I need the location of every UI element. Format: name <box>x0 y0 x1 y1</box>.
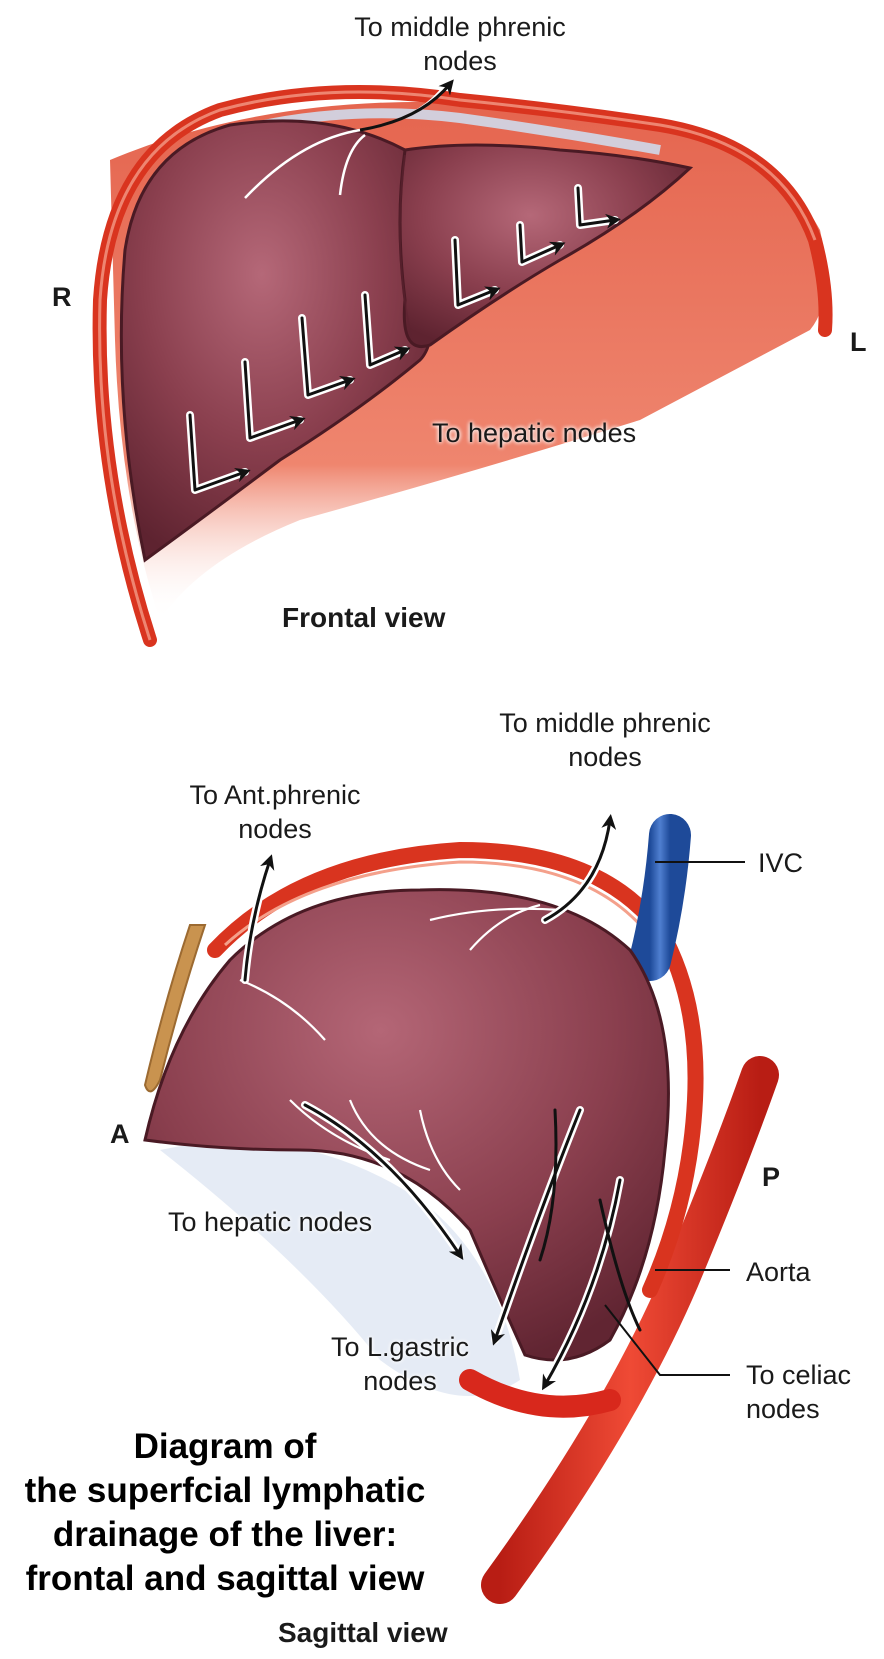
frontal-middle-phrenic-label: To middle phrenic nodes <box>354 12 566 76</box>
celiac-label: To celiac nodes <box>746 1360 852 1424</box>
sagittal-drainage-arrows <box>243 814 622 1391</box>
frontal-hepatic-arrows <box>186 184 621 494</box>
frontal-view-caption: Frontal view <box>282 602 446 633</box>
sagittal-anterior-marker: A <box>110 1119 130 1149</box>
sagittal-middle-phrenic-label: To middle phrenic nodes <box>499 708 711 772</box>
aorta-label: Aorta <box>746 1257 811 1287</box>
frontal-left-marker: L <box>850 327 867 357</box>
sagittal-posterior-marker: P <box>762 1162 781 1192</box>
sagittal-leader-lines <box>604 861 745 1376</box>
sagittal-view-figure <box>143 814 779 1604</box>
sagittal-celiac-branch <box>459 1369 621 1418</box>
sagittal-hepatic-label: To hepatic nodes <box>168 1207 373 1237</box>
sagittal-falciform-ligament <box>143 924 207 1093</box>
frontal-view-figure <box>92 79 833 647</box>
l-gastric-label: To L.gastric nodes <box>330 1332 470 1396</box>
diagram-title: Diagram of the superfcial lymphatic drai… <box>24 1427 426 1598</box>
sagittal-ant-phrenic-label: To Ant.phrenic nodes <box>189 780 361 844</box>
sagittal-ivc <box>629 814 691 981</box>
frontal-right-marker: R <box>52 282 72 312</box>
sagittal-view-caption: Sagittal view <box>278 1617 448 1648</box>
frontal-hepatic-label: To hepatic nodes <box>432 418 637 448</box>
ivc-label: IVC <box>758 848 804 878</box>
sagittal-aorta <box>481 1056 779 1604</box>
